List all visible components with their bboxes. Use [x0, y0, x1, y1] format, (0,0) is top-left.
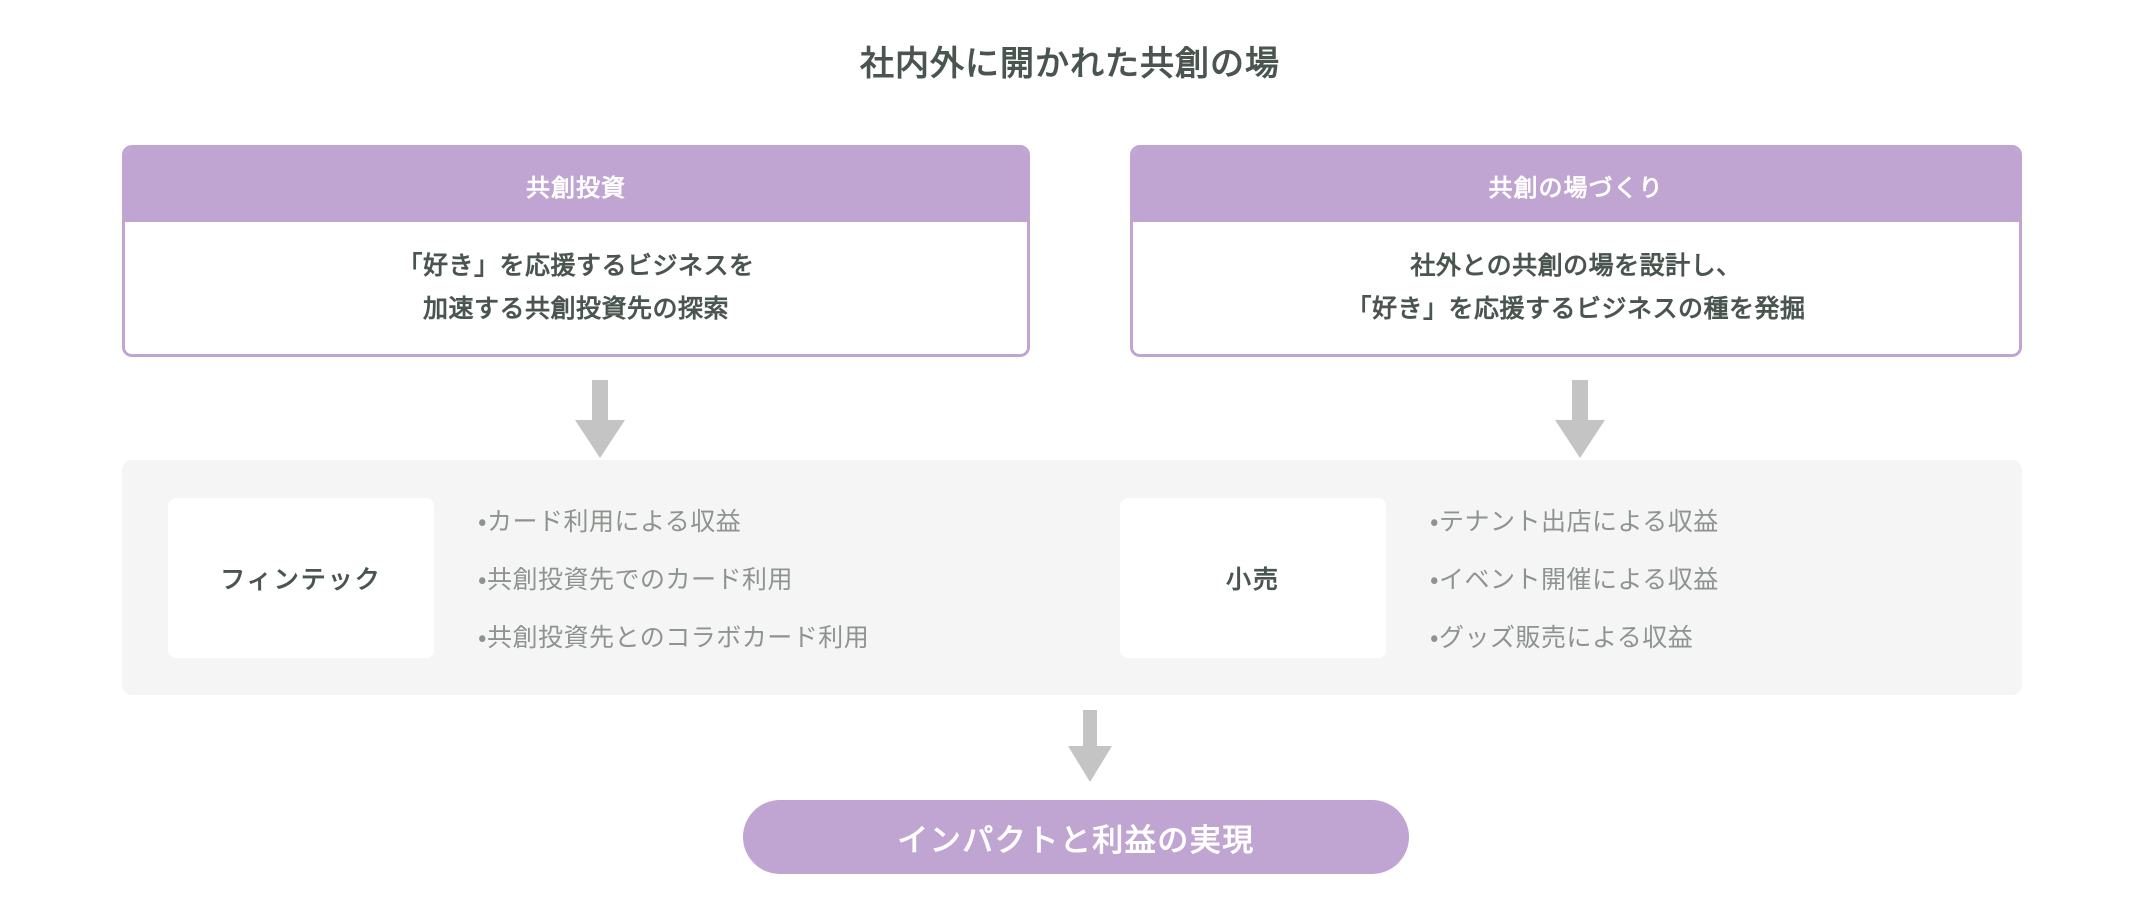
arrow-down-icon-right — [1520, 380, 1640, 458]
revenue-panel: フィンテック ・カード利用による収益 ・共創投資先でのカード利用 ・共創投資先と… — [122, 460, 2022, 695]
pillar-body-line-2: 「好き」を応援するビジネスの種を発掘 — [1346, 295, 1806, 323]
arrow-down-icon-left — [540, 380, 660, 458]
pillar-header: 共創投資 — [125, 148, 1027, 222]
pillar-body-line-2: 加速する共創投資先の探索 — [422, 295, 729, 323]
list-item: ・共創投資先とのコラボカード利用 — [478, 624, 870, 652]
pillar-header: 共創の場づくり — [1133, 148, 2019, 222]
pillar-body-line-1: 「好き」を応援するビジネスを — [397, 251, 755, 280]
pillar-card-kyoso-bazukuri: 共創の場づくり 社外との共創の場を設計し、 「好き」を応援するビジネスの種を発掘 — [1130, 145, 2022, 357]
arrow-shaft — [1083, 710, 1097, 752]
segment-label-retail: 小売 — [1120, 498, 1386, 658]
revenue-column-fintech: フィンテック ・カード利用による収益 ・共創投資先でのカード利用 ・共創投資先と… — [168, 498, 869, 658]
arrow-head — [1555, 420, 1605, 458]
arrow-down-icon-outcome — [1030, 710, 1150, 782]
list-item: ・テナント出店による収益 — [1430, 508, 1719, 536]
revenue-item-list: ・カード利用による収益 ・共創投資先でのカード利用 ・共創投資先とのコラボカード… — [478, 502, 869, 654]
arrow-head — [1068, 746, 1112, 782]
arrow-head — [575, 420, 625, 458]
revenue-item-list: ・テナント出店による収益 ・イベント開催による収益 ・グッズ販売による収益 — [1430, 502, 1719, 654]
pillar-card-kyoso-toshi: 共創投資 「好き」を応援するビジネスを 加速する共創投資先の探索 — [122, 145, 1030, 357]
outcome-label: インパクトと利益の実現 — [897, 822, 1255, 858]
pillar-body-line-1: 社外との共創の場を設計し、 — [1410, 251, 1742, 280]
revenue-column-retail: 小売 ・テナント出店による収益 ・イベント開催による収益 ・グッズ販売による収益 — [1120, 498, 1719, 658]
arrow-shaft — [1572, 380, 1588, 426]
outcome-pill: インパクトと利益の実現 — [743, 800, 1409, 874]
list-item: ・共創投資先でのカード利用 — [478, 566, 794, 594]
pillar-body: 社外との共創の場を設計し、 「好き」を応援するビジネスの種を発掘 — [1133, 222, 2019, 354]
list-item: ・カード利用による収益 — [478, 508, 742, 536]
page-title: 社内外に開かれた共創の場 — [860, 45, 1280, 83]
segment-label-fintech: フィンテック — [168, 498, 434, 658]
arrow-shaft — [592, 380, 608, 426]
pillar-body: 「好き」を応援するビジネスを 加速する共創投資先の探索 — [125, 222, 1027, 354]
list-item: ・イベント開催による収益 — [1430, 566, 1719, 594]
list-item: ・グッズ販売による収益 — [1430, 624, 1694, 652]
